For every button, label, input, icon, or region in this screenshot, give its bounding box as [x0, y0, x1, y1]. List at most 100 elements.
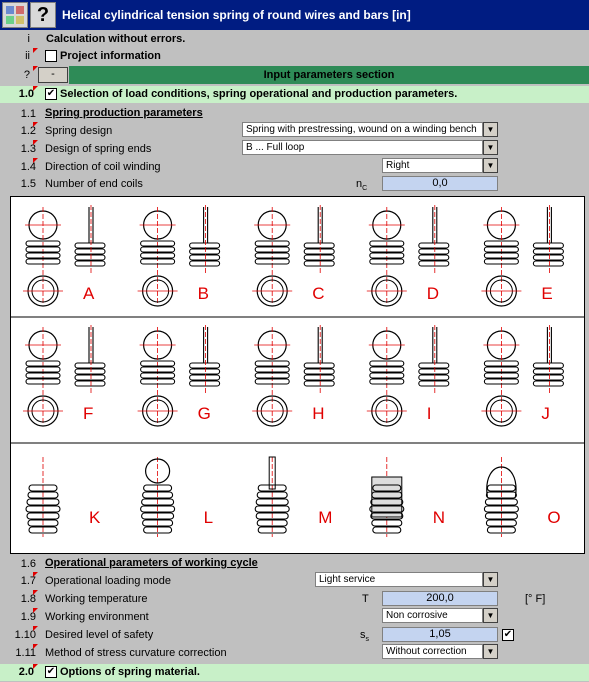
- help-icon[interactable]: ?: [30, 2, 56, 28]
- section-header: Input parameters section: [69, 66, 589, 84]
- spring-end-h: H: [252, 325, 335, 427]
- safety-input[interactable]: 1,05: [382, 627, 498, 642]
- stress-correction-select[interactable]: Without correction: [382, 644, 483, 659]
- end-coils-input[interactable]: 0,0: [382, 176, 498, 191]
- end-type-letter: A: [83, 284, 95, 303]
- note-marker-icon: [33, 626, 38, 631]
- param-num: 1.11: [15, 647, 36, 659]
- param-num: 1.7: [20, 575, 36, 587]
- safety-checkbox[interactable]: ✔: [502, 629, 514, 641]
- spring-end-o: O: [483, 457, 561, 537]
- coil-winding-select[interactable]: Right: [382, 158, 483, 173]
- note-marker-icon: [33, 158, 38, 163]
- spring-end-j: J: [481, 325, 564, 427]
- environment-select[interactable]: Non corrosive: [382, 608, 483, 623]
- end-type-letter: C: [312, 284, 324, 303]
- row-status: i Calculation without errors.: [0, 31, 589, 48]
- safety-label: Desired level of safety: [45, 629, 154, 641]
- end-coils-label: Number of end coils: [45, 178, 143, 190]
- end-type-letter: G: [198, 404, 211, 423]
- end-type-letter: K: [89, 508, 101, 527]
- note-marker-icon: [33, 644, 38, 649]
- row-project-info[interactable]: ii Project information: [0, 48, 589, 65]
- chevron-down-icon[interactable]: ▼: [483, 644, 498, 659]
- note-marker-icon: [33, 590, 38, 595]
- section-2-label: Options of spring material.: [60, 666, 200, 678]
- row-input-section: ? - Input parameters section: [0, 66, 589, 84]
- spring-end-m: M: [254, 456, 332, 537]
- end-type-letter: I: [427, 404, 432, 423]
- note-marker-icon: [33, 664, 38, 669]
- row-section-2[interactable]: 2.0 ✔ Options of spring material.: [0, 664, 589, 681]
- production-params-heading: Spring production parameters: [45, 107, 203, 119]
- param-num: 1.1: [20, 108, 36, 120]
- end-type-letter: M: [318, 508, 332, 527]
- end-type-letter: B: [198, 284, 209, 303]
- row-num: 2.0: [18, 666, 34, 678]
- note-marker-icon: [33, 608, 38, 613]
- param-num: 1.3: [20, 143, 36, 155]
- param-num: 1.6: [20, 558, 36, 570]
- safety-symbol: ss: [360, 629, 369, 644]
- spring-design-label: Spring design: [45, 125, 113, 137]
- section-1-label: Selection of load conditions, spring ope…: [60, 88, 458, 100]
- end-type-letter: F: [83, 404, 93, 423]
- section-1-checkbox[interactable]: ✔: [45, 88, 57, 100]
- section-2-checkbox[interactable]: ✔: [45, 666, 57, 678]
- note-marker-icon: [33, 66, 38, 71]
- spring-end-c: C: [252, 205, 335, 307]
- temperature-label: Working temperature: [45, 593, 148, 605]
- row-num: ii: [25, 50, 30, 62]
- param-num: 1.4: [20, 161, 36, 173]
- project-info-label: Project information: [60, 50, 161, 62]
- spring-ends-label: Design of spring ends: [45, 143, 152, 155]
- chevron-down-icon[interactable]: ▼: [483, 608, 498, 623]
- spring-end-i: I: [366, 325, 450, 427]
- end-type-letter: O: [547, 508, 560, 527]
- param-num: 1.5: [20, 178, 36, 190]
- note-marker-icon: [33, 572, 38, 577]
- param-num: 1.10: [14, 629, 36, 641]
- spring-end-k: K: [25, 457, 101, 537]
- row-num: 1.0: [18, 88, 34, 100]
- chevron-down-icon[interactable]: ▼: [483, 140, 498, 155]
- end-type-letter: D: [427, 284, 439, 303]
- end-type-letter: E: [541, 284, 552, 303]
- stress-correction-label: Method of stress curvature correction: [45, 647, 227, 659]
- note-marker-icon: [33, 122, 38, 127]
- environment-label: Working environment: [45, 611, 149, 623]
- end-type-letter: L: [204, 508, 213, 527]
- param-num: 1.9: [20, 611, 36, 623]
- temperature-unit: [° F]: [525, 593, 546, 605]
- loading-mode-select[interactable]: Light service: [315, 572, 483, 587]
- title-bar: [0, 0, 589, 30]
- chevron-down-icon[interactable]: ▼: [483, 122, 498, 137]
- spring-end-n: N: [369, 457, 445, 537]
- spring-end-l: L: [140, 457, 213, 537]
- status-text: Calculation without errors.: [46, 33, 186, 45]
- param-num: 1.8: [20, 593, 36, 605]
- spring-ends-select[interactable]: B ... Full loop: [242, 140, 483, 155]
- param-num: 1.2: [20, 125, 36, 137]
- app-icon[interactable]: [2, 2, 28, 28]
- note-marker-icon: [33, 86, 38, 91]
- project-info-checkbox[interactable]: [45, 50, 57, 62]
- spring-ends-illustration: A B C D E F G H I J K L M N O: [10, 196, 585, 554]
- collapse-button[interactable]: -: [38, 67, 68, 83]
- note-marker-icon: [33, 48, 38, 53]
- operational-params: 1.6 Operational parameters of working cy…: [0, 556, 589, 664]
- row-section-1[interactable]: 1.0 ✔ Selection of load conditions, spri…: [0, 86, 589, 103]
- note-marker-icon: [33, 140, 38, 145]
- row-num: i: [27, 33, 30, 45]
- chevron-down-icon[interactable]: ▼: [483, 572, 498, 587]
- chevron-down-icon[interactable]: ▼: [483, 158, 498, 173]
- end-coils-symbol: nC: [356, 178, 368, 193]
- end-type-letter: H: [312, 404, 324, 423]
- coil-winding-label: Direction of coil winding: [45, 161, 161, 173]
- spring-end-b: B: [137, 205, 221, 307]
- spring-end-e: E: [481, 205, 564, 307]
- spring-design-select[interactable]: Spring with prestressing, wound on a win…: [242, 122, 483, 137]
- temperature-input[interactable]: 200,0: [382, 591, 498, 606]
- temperature-symbol: T: [362, 593, 369, 605]
- end-type-letter: J: [541, 404, 550, 423]
